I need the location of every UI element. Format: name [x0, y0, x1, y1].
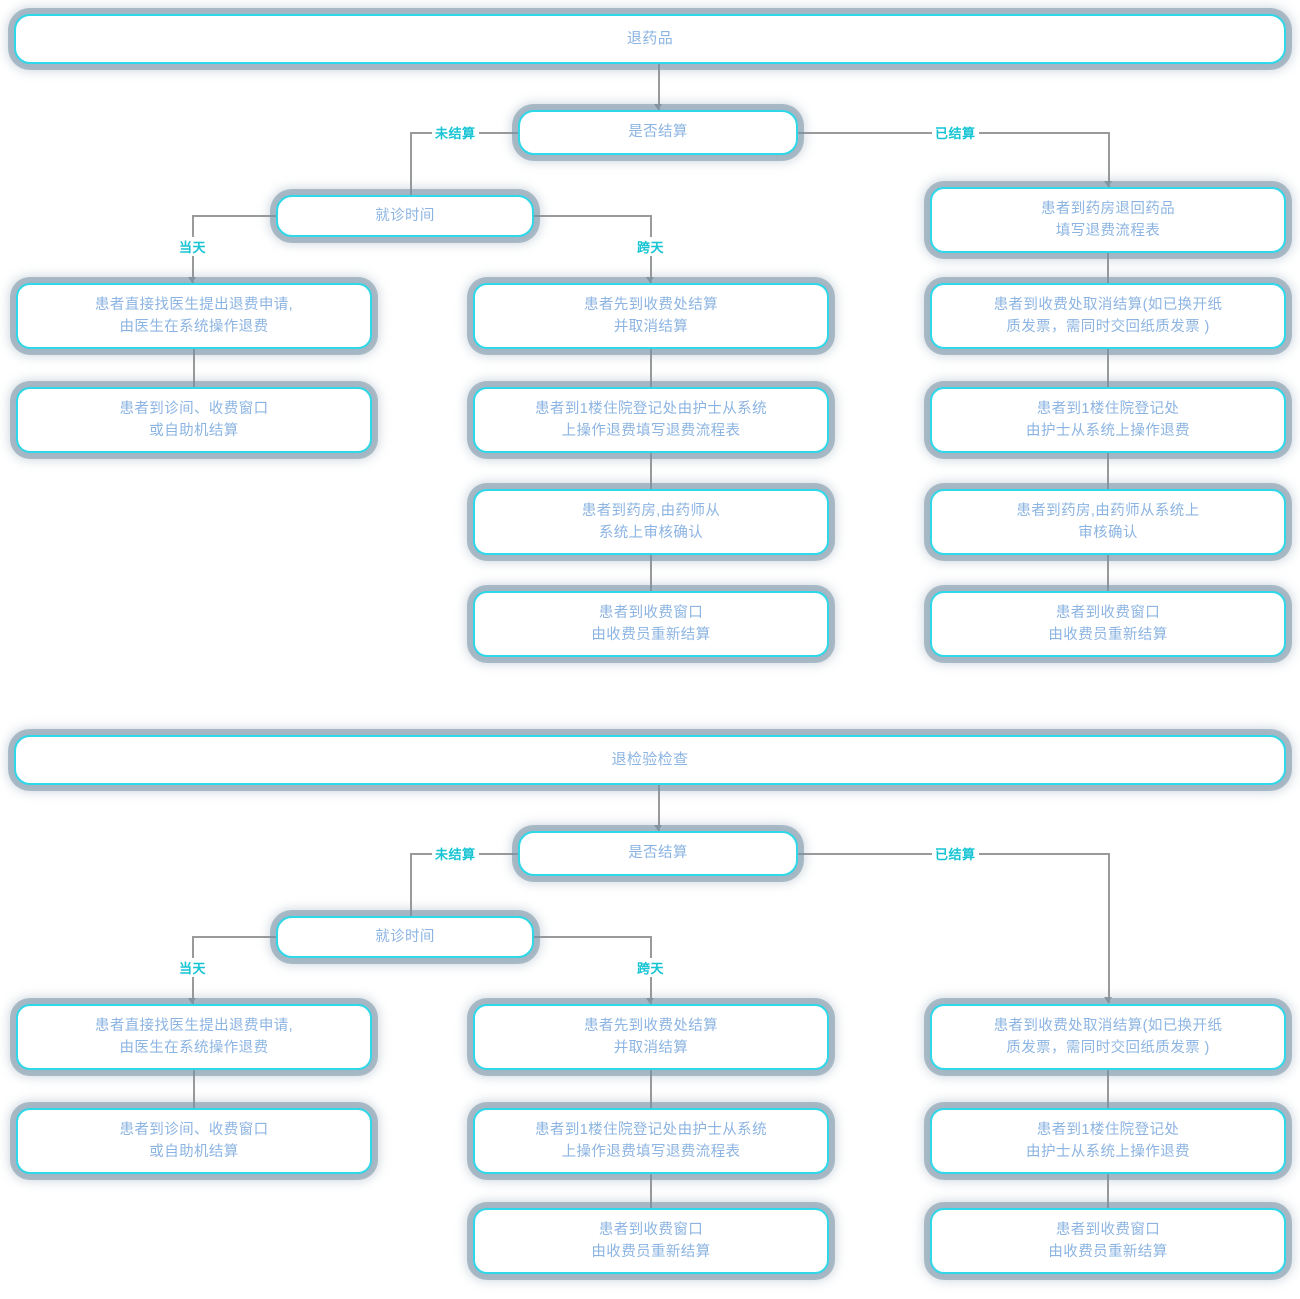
flow1-label-sameday: 当天 — [176, 237, 210, 256]
flow2-settled-connector-2 — [1107, 1174, 1109, 1210]
flow1-crossday-connector-1 — [650, 349, 652, 387]
flow1-crossday-connector-2 — [650, 453, 652, 491]
flow2-decision-text: 是否结算 — [628, 845, 688, 862]
flow2-settled-step-2[interactable]: 患者到1楼住院登记处 由护士从系统上操作退费 — [930, 1108, 1286, 1174]
flow2-edge-sameday — [192, 936, 278, 938]
flow2-title-node[interactable]: 退检验检查 — [14, 735, 1286, 785]
flow1-crossday-connector-3 — [650, 555, 652, 593]
flow2-settled-step-1-text: 患者到收费处取消结算(如已换开纸 质发票，需同时交回纸质发票 ) — [993, 1017, 1223, 1056]
flow2-arrow-sameday — [188, 998, 196, 1004]
flow1-decision-text: 是否结算 — [628, 124, 688, 141]
flow2-arrow-decision — [654, 825, 662, 831]
flow2-arrow-crossday — [646, 998, 654, 1004]
flow1-crossday-step-4-text: 患者到收费窗口 由收费员重新结算 — [591, 604, 711, 643]
flow2-sameday-step-2[interactable]: 患者到诊间、收费窗口 或自助机结算 — [16, 1108, 372, 1174]
flow1-crossday-step-1-text: 患者先到收费处结算 并取消结算 — [583, 296, 719, 335]
flow1-crossday-step-1[interactable]: 患者先到收费处结算 并取消结算 — [473, 283, 829, 349]
flow2-crossday-step-1-text: 患者先到收费处结算 并取消结算 — [583, 1017, 719, 1056]
flow1-settled-step-5[interactable]: 患者到收费窗口 由收费员重新结算 — [930, 591, 1286, 657]
flow1-crossday-step-3[interactable]: 患者到药房,由药师从 系统上审核确认 — [473, 489, 829, 555]
flow1-decision-node[interactable]: 是否结算 — [518, 110, 798, 155]
flow1-crossday-step-2-text: 患者到1楼住院登记处由护士从系统 上操作退费填写退费流程表 — [535, 400, 767, 439]
flow2-decision-node[interactable]: 是否结算 — [518, 831, 798, 876]
flow1-sameday-step-1-text: 患者直接找医生提出退费申请, 由医生在系统操作退费 — [94, 296, 294, 335]
flow1-arrow-settled — [1104, 181, 1112, 187]
flow1-settled-step-4[interactable]: 患者到药房,由药师从系统上 审核确认 — [930, 489, 1286, 555]
flow2-crossday-step-3[interactable]: 患者到收费窗口 由收费员重新结算 — [473, 1208, 829, 1274]
flow2-subdecision-node[interactable]: 就诊时间 — [276, 916, 534, 958]
flow1-settled-step-1[interactable]: 患者到药房退回药品 填写退费流程表 — [930, 187, 1286, 253]
flow1-sameday-connector-1 — [193, 349, 195, 387]
flow2-edge-unsettled-drop — [410, 853, 412, 935]
flow2-label-sameday: 当天 — [176, 958, 210, 977]
flow1-settled-step-4-text: 患者到药房,由药师从系统上 审核确认 — [1016, 502, 1200, 541]
flow2-sameday-connector-1 — [193, 1070, 195, 1108]
flow2-settled-step-3-text: 患者到收费窗口 由收费员重新结算 — [1048, 1221, 1168, 1260]
flow1-settled-step-2[interactable]: 患者到收费处取消结算(如已换开纸 质发票，需同时交回纸质发票 ) — [930, 283, 1286, 349]
flow1-title-text: 退药品 — [626, 30, 674, 48]
flow2-sameday-step-2-text: 患者到诊间、收费窗口 或自助机结算 — [119, 1121, 269, 1160]
flow1-arrow-sameday — [188, 277, 196, 283]
flow1-connector-title-decision — [658, 64, 660, 110]
flow1-settled-step-2-text: 患者到收费处取消结算(如已换开纸 质发票，需同时交回纸质发票 ) — [993, 296, 1223, 335]
flow2-crossday-connector-2 — [650, 1174, 652, 1210]
flow1-arrow-crossday — [646, 277, 654, 283]
flow1-settled-step-5-text: 患者到收费窗口 由收费员重新结算 — [1048, 604, 1168, 643]
flow2-settled-step-3[interactable]: 患者到收费窗口 由收费员重新结算 — [930, 1208, 1286, 1274]
flow2-sameday-step-1[interactable]: 患者直接找医生提出退费申请, 由医生在系统操作退费 — [16, 1004, 372, 1070]
flow1-edge-settled-drop — [1108, 132, 1110, 187]
flow1-subdecision-node[interactable]: 就诊时间 — [276, 195, 534, 237]
flow1-label-settled: 已结算 — [932, 123, 979, 142]
flow2-connector-title-decision — [658, 785, 660, 831]
flow2-crossday-connector-1 — [650, 1070, 652, 1108]
flow1-settled-step-1-text: 患者到药房退回药品 填写退费流程表 — [1040, 200, 1176, 239]
flow2-settled-step-1[interactable]: 患者到收费处取消结算(如已换开纸 质发票，需同时交回纸质发票 ) — [930, 1004, 1286, 1070]
flow1-subdecision-text: 就诊时间 — [375, 207, 435, 224]
flow1-crossday-step-4[interactable]: 患者到收费窗口 由收费员重新结算 — [473, 591, 829, 657]
flow2-edge-crossday — [532, 936, 652, 938]
flow1-crossday-step-3-text: 患者到药房,由药师从 系统上审核确认 — [581, 502, 721, 541]
flow1-label-crossday: 跨天 — [634, 237, 668, 256]
flow1-settled-connector-4 — [1107, 555, 1109, 593]
flow2-edge-settled-drop — [1108, 853, 1110, 1003]
flow1-settled-connector-3 — [1107, 453, 1109, 491]
flow2-crossday-step-3-text: 患者到收费窗口 由收费员重新结算 — [591, 1221, 711, 1260]
flow2-label-crossday: 跨天 — [634, 958, 668, 977]
flow2-settled-connector-1 — [1107, 1070, 1109, 1108]
flow1-edge-unsettled-drop — [410, 132, 412, 214]
flow1-sameday-step-2[interactable]: 患者到诊间、收费窗口 或自助机结算 — [16, 387, 372, 453]
flow2-crossday-step-2-text: 患者到1楼住院登记处由护士从系统 上操作退费填写退费流程表 — [535, 1121, 767, 1160]
flow2-sameday-step-1-text: 患者直接找医生提出退费申请, 由医生在系统操作退费 — [94, 1017, 294, 1056]
flow1-label-unsettled: 未结算 — [432, 123, 479, 142]
flow1-crossday-step-2[interactable]: 患者到1楼住院登记处由护士从系统 上操作退费填写退费流程表 — [473, 387, 829, 453]
flow1-settled-step-3-text: 患者到1楼住院登记处 由护士从系统上操作退费 — [1026, 400, 1190, 439]
flow2-subdecision-text: 就诊时间 — [375, 928, 435, 945]
flow1-edge-sameday — [192, 215, 278, 217]
flow1-title-node[interactable]: 退药品 — [14, 14, 1286, 64]
flow2-arrow-settled — [1104, 997, 1112, 1003]
flow2-title-text: 退检验检查 — [611, 751, 689, 769]
flow1-sameday-step-2-text: 患者到诊间、收费窗口 或自助机结算 — [119, 400, 269, 439]
flow2-crossday-step-2[interactable]: 患者到1楼住院登记处由护士从系统 上操作退费填写退费流程表 — [473, 1108, 829, 1174]
flow2-crossday-step-1[interactable]: 患者先到收费处结算 并取消结算 — [473, 1004, 829, 1070]
flow1-edge-crossday — [532, 215, 652, 217]
flow1-arrow-decision — [654, 104, 662, 110]
flow1-sameday-step-1[interactable]: 患者直接找医生提出退费申请, 由医生在系统操作退费 — [16, 283, 372, 349]
flow2-settled-step-2-text: 患者到1楼住院登记处 由护士从系统上操作退费 — [1026, 1121, 1190, 1160]
flow1-settled-connector-2 — [1107, 349, 1109, 387]
flow2-label-settled: 已结算 — [932, 844, 979, 863]
flow1-settled-step-3[interactable]: 患者到1楼住院登记处 由护士从系统上操作退费 — [930, 387, 1286, 453]
flow2-label-unsettled: 未结算 — [432, 844, 479, 863]
flow1-settled-connector-1 — [1107, 253, 1109, 283]
